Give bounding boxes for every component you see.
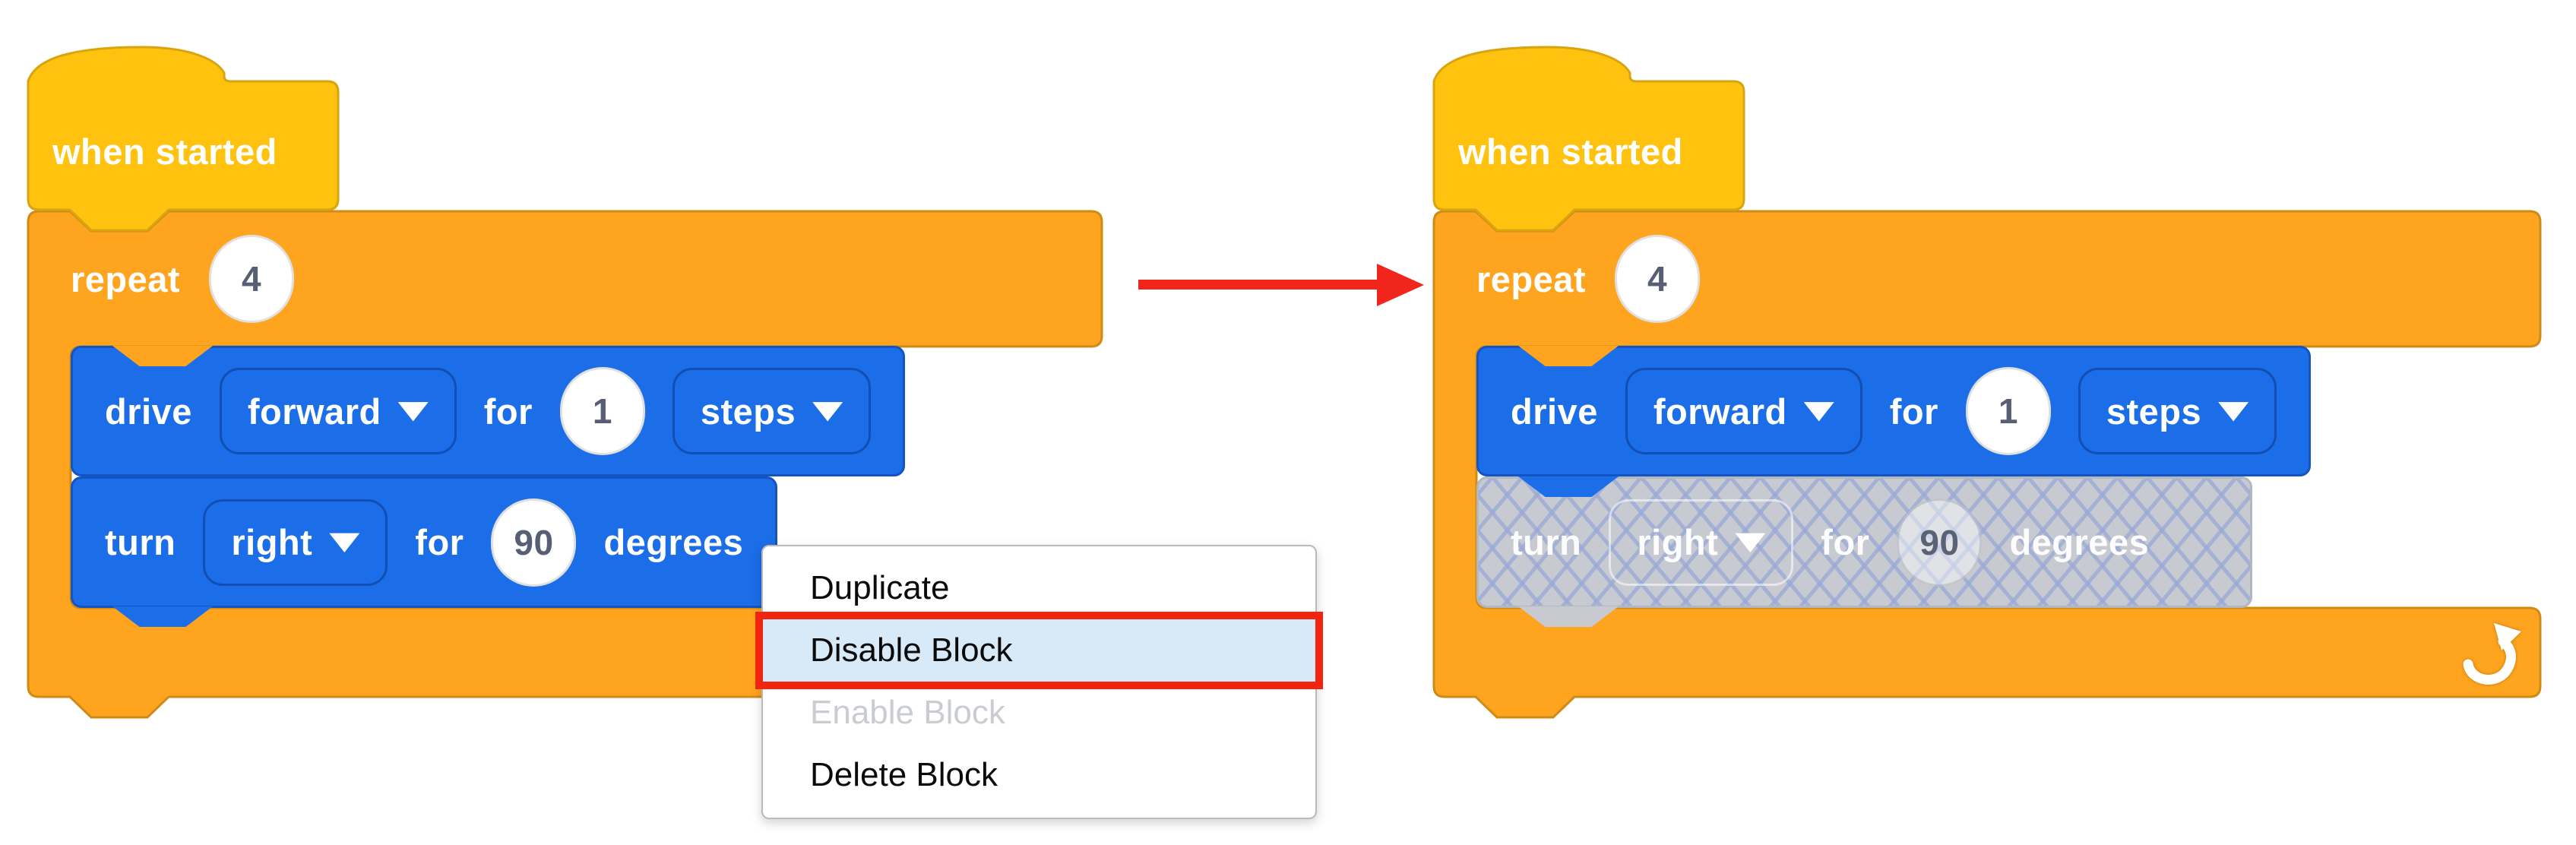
for-label: for xyxy=(483,391,533,432)
repeat-block-header: repeat 4 xyxy=(28,211,1144,347)
block-notch-icon xyxy=(1518,346,1619,366)
turn-direction-dropdown[interactable]: right xyxy=(1609,498,1794,586)
red-right-arrow-icon xyxy=(1138,280,1383,290)
turn-block[interactable]: turn right for 90 degrees xyxy=(71,476,778,608)
turn-block-disabled[interactable]: turn right for 90 degrees xyxy=(1476,476,2252,608)
turn-label: turn xyxy=(105,522,176,562)
drive-block[interactable]: drive forward for 1 steps xyxy=(1476,346,2312,476)
drive-direction-dropdown[interactable]: forward xyxy=(1625,368,1862,454)
turn-direction-value: right xyxy=(1637,522,1719,562)
caret-down-icon xyxy=(812,402,843,422)
when-started-hat-block[interactable]: when started xyxy=(27,46,340,232)
turn-amount-input[interactable]: 90 xyxy=(491,498,577,587)
repeat-label: repeat xyxy=(1476,258,1587,299)
drive-unit-value: steps xyxy=(2106,391,2202,432)
turn-amount-input[interactable]: 90 xyxy=(1897,498,1983,587)
drive-block[interactable]: drive forward for 1 steps xyxy=(71,346,906,476)
menu-item-duplicate[interactable]: Duplicate xyxy=(810,569,950,606)
caret-down-icon xyxy=(329,533,360,552)
menu-item-delete-block[interactable]: Delete Block xyxy=(810,756,998,793)
red-right-arrow-head-icon xyxy=(1377,264,1424,306)
block-notch-icon xyxy=(112,346,213,366)
drive-direction-value: forward xyxy=(1653,391,1787,432)
drive-amount-input[interactable]: 1 xyxy=(1965,367,2051,455)
repeat-count-input[interactable]: 4 xyxy=(209,235,295,323)
repeat-c-block[interactable] xyxy=(27,210,1103,720)
block-notch-icon xyxy=(1518,476,1619,497)
turn-label: turn xyxy=(1511,522,1582,562)
block-context-menu: Duplicate Disable Block Enable Block Del… xyxy=(755,545,1323,819)
caret-down-icon xyxy=(1735,533,1766,552)
repeat-label: repeat xyxy=(71,258,181,299)
for-label: for xyxy=(415,522,464,562)
hat-block-label: when started xyxy=(52,131,277,172)
repeat-c-block[interactable] xyxy=(1432,210,2542,720)
drive-unit-dropdown[interactable]: steps xyxy=(672,368,872,454)
for-label: for xyxy=(1821,522,1870,562)
drive-direction-value: forward xyxy=(247,391,381,432)
turn-direction-value: right xyxy=(231,522,313,562)
caret-down-icon xyxy=(397,402,429,422)
drive-label: drive xyxy=(1511,391,1598,432)
when-started-hat-block[interactable]: when started xyxy=(1432,46,1745,232)
drive-unit-value: steps xyxy=(700,391,796,432)
caret-down-icon xyxy=(1803,402,1834,422)
drive-label: drive xyxy=(105,391,192,432)
drive-amount-input[interactable]: 1 xyxy=(559,367,645,455)
hat-block-shape-icon xyxy=(1432,46,1745,232)
hat-block-label: when started xyxy=(1458,131,1683,172)
caret-down-icon xyxy=(2218,402,2249,422)
repeat-count-input[interactable]: 4 xyxy=(1615,235,1701,323)
menu-item-disable-block[interactable]: Disable Block xyxy=(755,612,1323,689)
turn-direction-dropdown[interactable]: right xyxy=(203,498,388,586)
hat-block-shape-icon xyxy=(27,46,340,232)
degrees-label: degrees xyxy=(603,522,744,562)
drive-direction-dropdown[interactable]: forward xyxy=(219,368,457,454)
curved-loop-arrow-icon xyxy=(2463,623,2521,685)
repeat-block-header: repeat 4 xyxy=(1434,211,2576,347)
drive-unit-dropdown[interactable]: steps xyxy=(2078,368,2277,454)
menu-item-enable-block: Enable Block xyxy=(810,694,1005,731)
for-label: for xyxy=(1889,391,1938,432)
degrees-label: degrees xyxy=(2009,522,2150,562)
